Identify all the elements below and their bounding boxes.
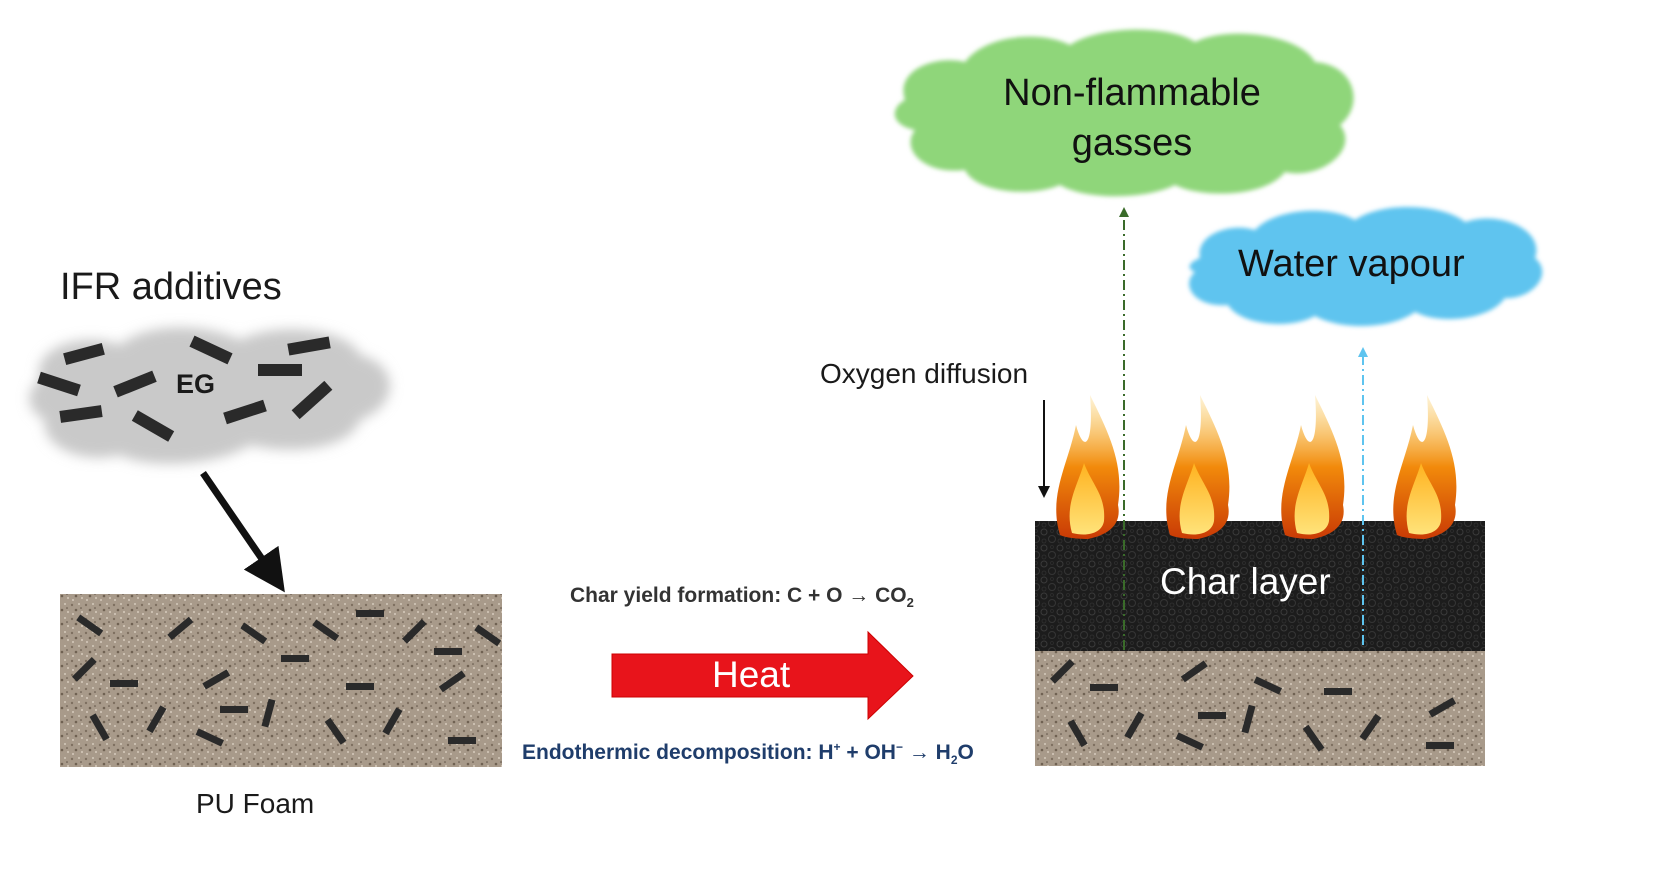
water-cloud-label: Water vapour [1238,243,1465,285]
char-layer [1035,521,1485,651]
oxygen-diffusion-label: Oxygen diffusion [820,358,1029,389]
ifr-additives-title: IFR additives [60,266,282,308]
endo-sub: 2 [950,753,958,768]
additive-arrow [200,471,285,593]
endo-prefix: Endothermic decomposition: H [522,741,834,764]
endothermic-text: Endothermic decomposition: H+ + OH− → H2… [522,740,974,767]
pu-foam-label: PU Foam [196,788,315,819]
additive-cloud [29,327,391,464]
heat-arrow [611,630,914,721]
eg-flakes [37,335,333,442]
flame-icon [1281,395,1345,539]
endo-arrow: → H [902,741,951,764]
char-layer-label: Char layer [1160,561,1331,602]
water-cloud [1189,207,1543,327]
endo-plus: + [833,740,841,754]
flame-icon [1166,395,1230,539]
gas-cloud-line2: gasses [1071,122,1193,164]
flame-icon [1056,395,1120,539]
gas-cloud [894,29,1354,197]
burnt-foam-block [1035,651,1485,766]
char-formation-text: Char yield formation: C + O → CO2 [570,584,914,610]
gas-cloud-label: Non-flammable gasses [960,68,1304,168]
endo-suffix: O [957,741,974,764]
endo-middle: + OH [840,741,896,764]
char-formation-sub: 2 [906,595,914,611]
endo-minus: − [895,740,903,754]
flames [1056,395,1457,539]
gas-cloud-line1: Non-flammable [1003,72,1261,114]
eg-label: EG [176,369,216,399]
heat-label: Heat [712,654,791,695]
pu-foam-block [60,594,502,767]
char-formation-main: Char yield formation: C + O → CO [570,584,907,607]
flame-icon [1393,395,1457,539]
